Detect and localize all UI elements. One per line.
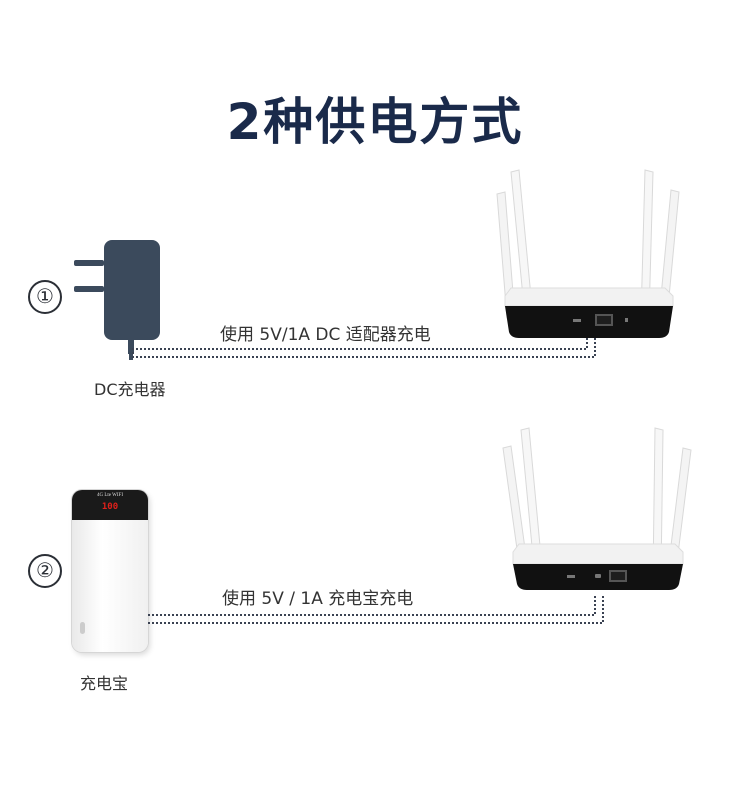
power-bank-brand: 4G Lte WIFI xyxy=(96,493,123,498)
cable-2-riser-a xyxy=(594,596,596,614)
method-2-number: ② xyxy=(28,554,62,588)
method-1-caption: 使用 5V/1A DC 适配器充电 xyxy=(220,325,431,345)
router-2-icon xyxy=(502,427,692,590)
method-2-caption: 使用 5V / 1A 充电宝充电 xyxy=(222,589,414,609)
cable-2-top xyxy=(148,614,594,616)
cable-1-riser-b xyxy=(594,334,596,356)
power-bank-label: 充电宝 xyxy=(80,674,129,693)
cable-2-riser-b xyxy=(602,596,604,622)
power-bank-display: 100 xyxy=(101,502,119,512)
cable-1-top xyxy=(132,348,586,350)
power-bank-button xyxy=(80,622,85,634)
dc-adapter-label: DC充电器 xyxy=(94,380,166,399)
page-title: 2种供电方式 xyxy=(226,93,524,151)
method-1-number: ① xyxy=(28,280,62,314)
cable-2-bottom xyxy=(148,622,602,624)
cable-1-bottom xyxy=(132,356,594,358)
router-1-icon xyxy=(496,169,680,338)
dc-adapter-icon xyxy=(74,240,160,360)
cable-1-riser-a xyxy=(586,334,588,348)
power-bank: 4G Lte WIFI 100 xyxy=(72,490,148,652)
power-bank-screen: 4G Lte WIFI 100 xyxy=(72,490,148,520)
cable-1-adapter-drop xyxy=(132,348,134,358)
